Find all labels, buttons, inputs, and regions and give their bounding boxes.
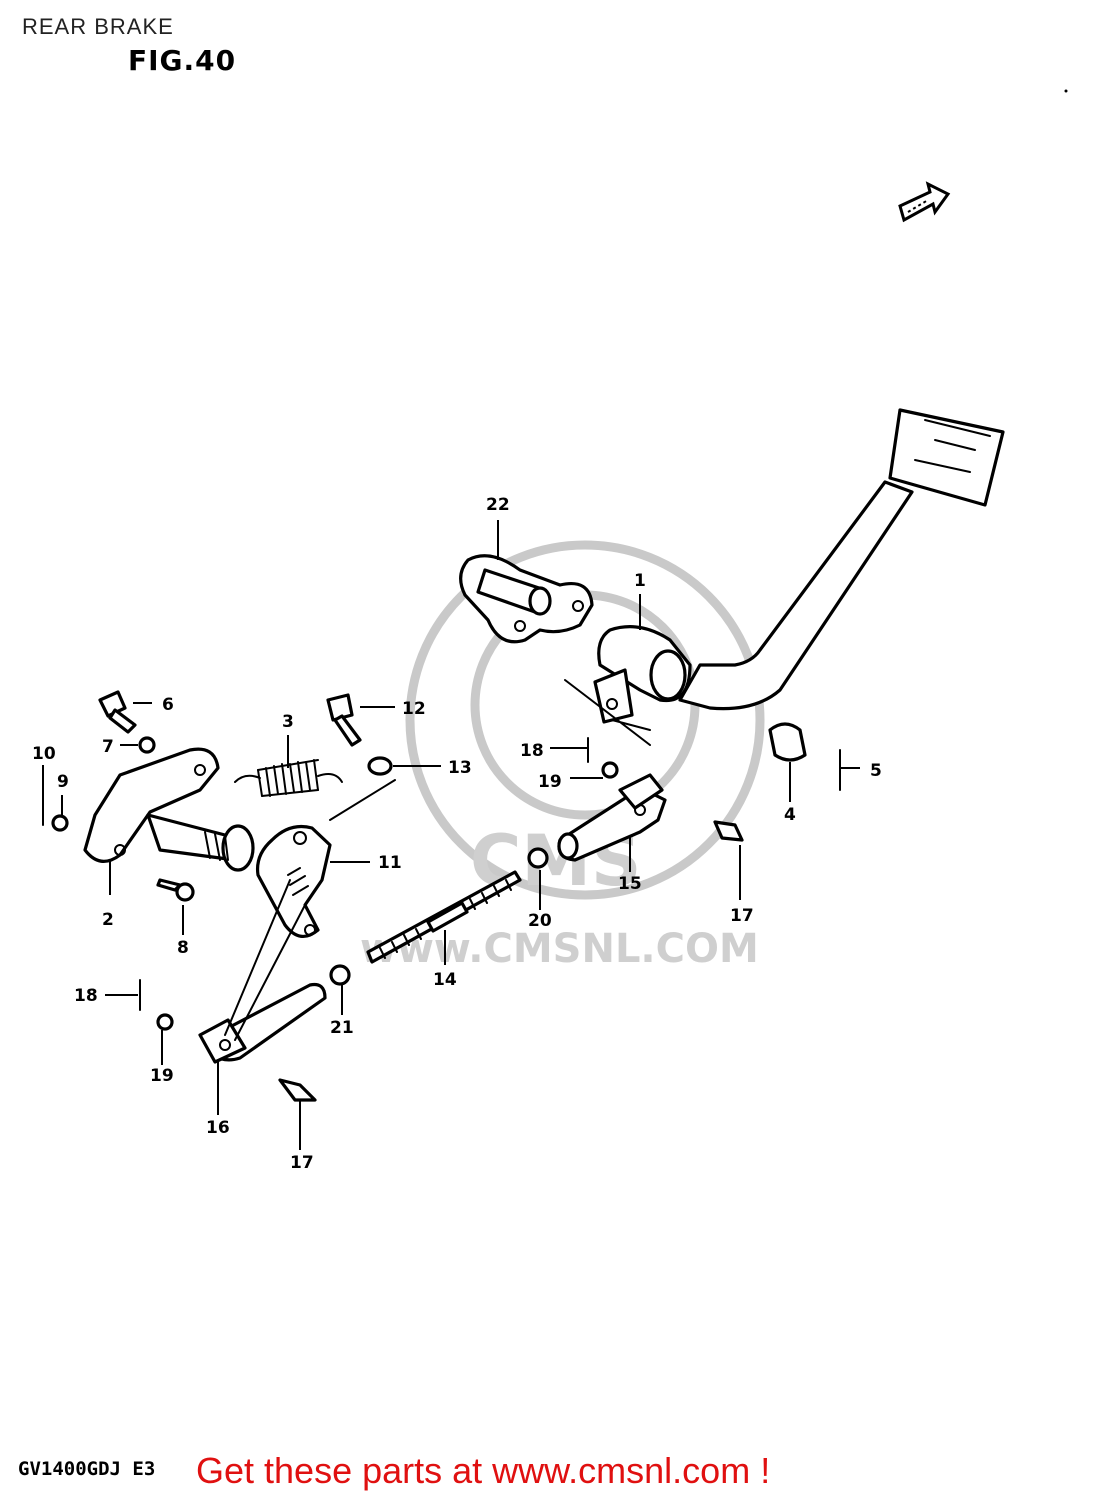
callout-10: 10 [32,744,56,764]
callout-3: 3 [282,712,294,732]
watermark-url: www.CMSNL.COM [360,926,759,972]
callout-13: 13 [448,758,472,778]
callout-19-lower: 19 [150,1066,174,1086]
callout-17-lower: 17 [290,1153,314,1173]
callout-5: 5 [870,761,882,781]
brake-pedal [593,408,1005,724]
callout-18-upper: 18 [520,741,544,761]
upper-clevis [557,773,667,862]
speck [1064,89,1068,93]
callout-16: 16 [206,1118,230,1138]
callout-9: 9 [57,772,69,792]
assembly-lines [224,679,651,1041]
rod-lever [255,824,332,938]
callout-17-upper: 17 [730,906,754,926]
callout-18-lower: 18 [74,986,98,1006]
pivot-bracket [459,554,594,644]
brake-rod [366,870,522,964]
callout-7: 7 [102,737,114,757]
leader-lines [42,520,860,1150]
shop-link[interactable]: Get these parts at www.cmsnl.com ! [196,1450,771,1491]
callout-19-upper: 19 [538,772,562,792]
cmsnl-watermark: CMS www.CMSNL.COM [360,540,765,972]
callout-1: 1 [634,571,646,591]
hardware [42,690,841,1102]
callout-15: 15 [618,874,642,894]
callout-4: 4 [784,805,796,825]
callout-21: 21 [330,1018,354,1038]
brake-arm-shaft [83,747,255,872]
model-code: GV1400GDJ E3 [18,1458,156,1480]
callout-8: 8 [177,938,189,958]
figure-label: FIG.40 [128,44,237,77]
callout-12: 12 [402,699,426,719]
parts-diagram: CMS www.CMSNL.COM [32,89,1068,1173]
callout-14: 14 [433,970,457,990]
lower-clevis [198,982,327,1064]
callout-22: 22 [486,495,510,515]
callout-labels: 1 2 3 4 5 6 7 8 9 10 11 12 13 14 15 16 1… [32,495,882,1173]
page-title: REAR BRAKE [22,14,174,39]
callout-20: 20 [528,911,552,931]
callout-6: 6 [162,695,174,715]
front-arrow-icon [898,181,951,223]
callout-11: 11 [378,853,402,873]
callout-2: 2 [102,910,114,930]
return-spring [234,759,343,797]
